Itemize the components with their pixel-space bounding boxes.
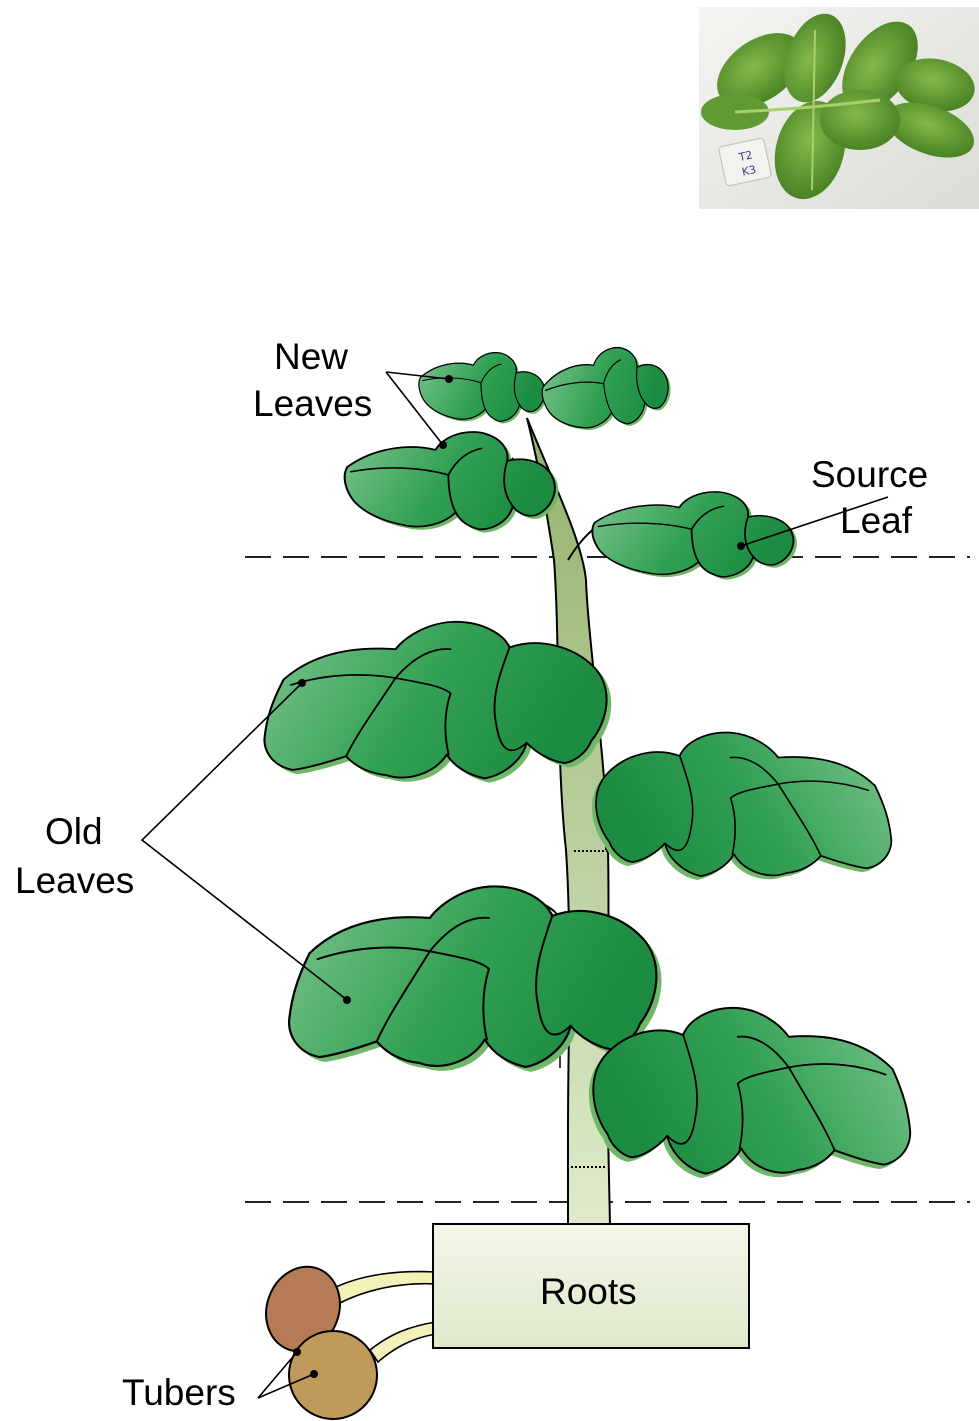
old-leaves-label-line1: Old: [45, 811, 103, 852]
old-leaf-upper-right: [592, 732, 891, 880]
new-leaf-top-left: [419, 353, 547, 424]
new-leaf-top-right: [538, 340, 674, 439]
old-leaf-upper-left: [264, 622, 611, 783]
source-leaf-label-line2: Leaf: [840, 500, 913, 541]
new-leaves-label-line2: Leaves: [253, 383, 372, 424]
source-leaf: [592, 492, 797, 580]
leaf-photo: T2 K3: [699, 5, 979, 209]
new-leaves-label-line1: New: [274, 336, 348, 377]
old-leaf-lower-left: [289, 886, 661, 1071]
old-leaves-label-line2: Leaves: [15, 860, 134, 901]
new-leaf-middle: [345, 432, 559, 533]
old-leaf-lower-right: [589, 1008, 910, 1178]
roots-label: Roots: [540, 1271, 637, 1312]
tubers-label: Tubers: [122, 1372, 236, 1413]
source-leaf-label-line1: Source: [811, 454, 928, 495]
